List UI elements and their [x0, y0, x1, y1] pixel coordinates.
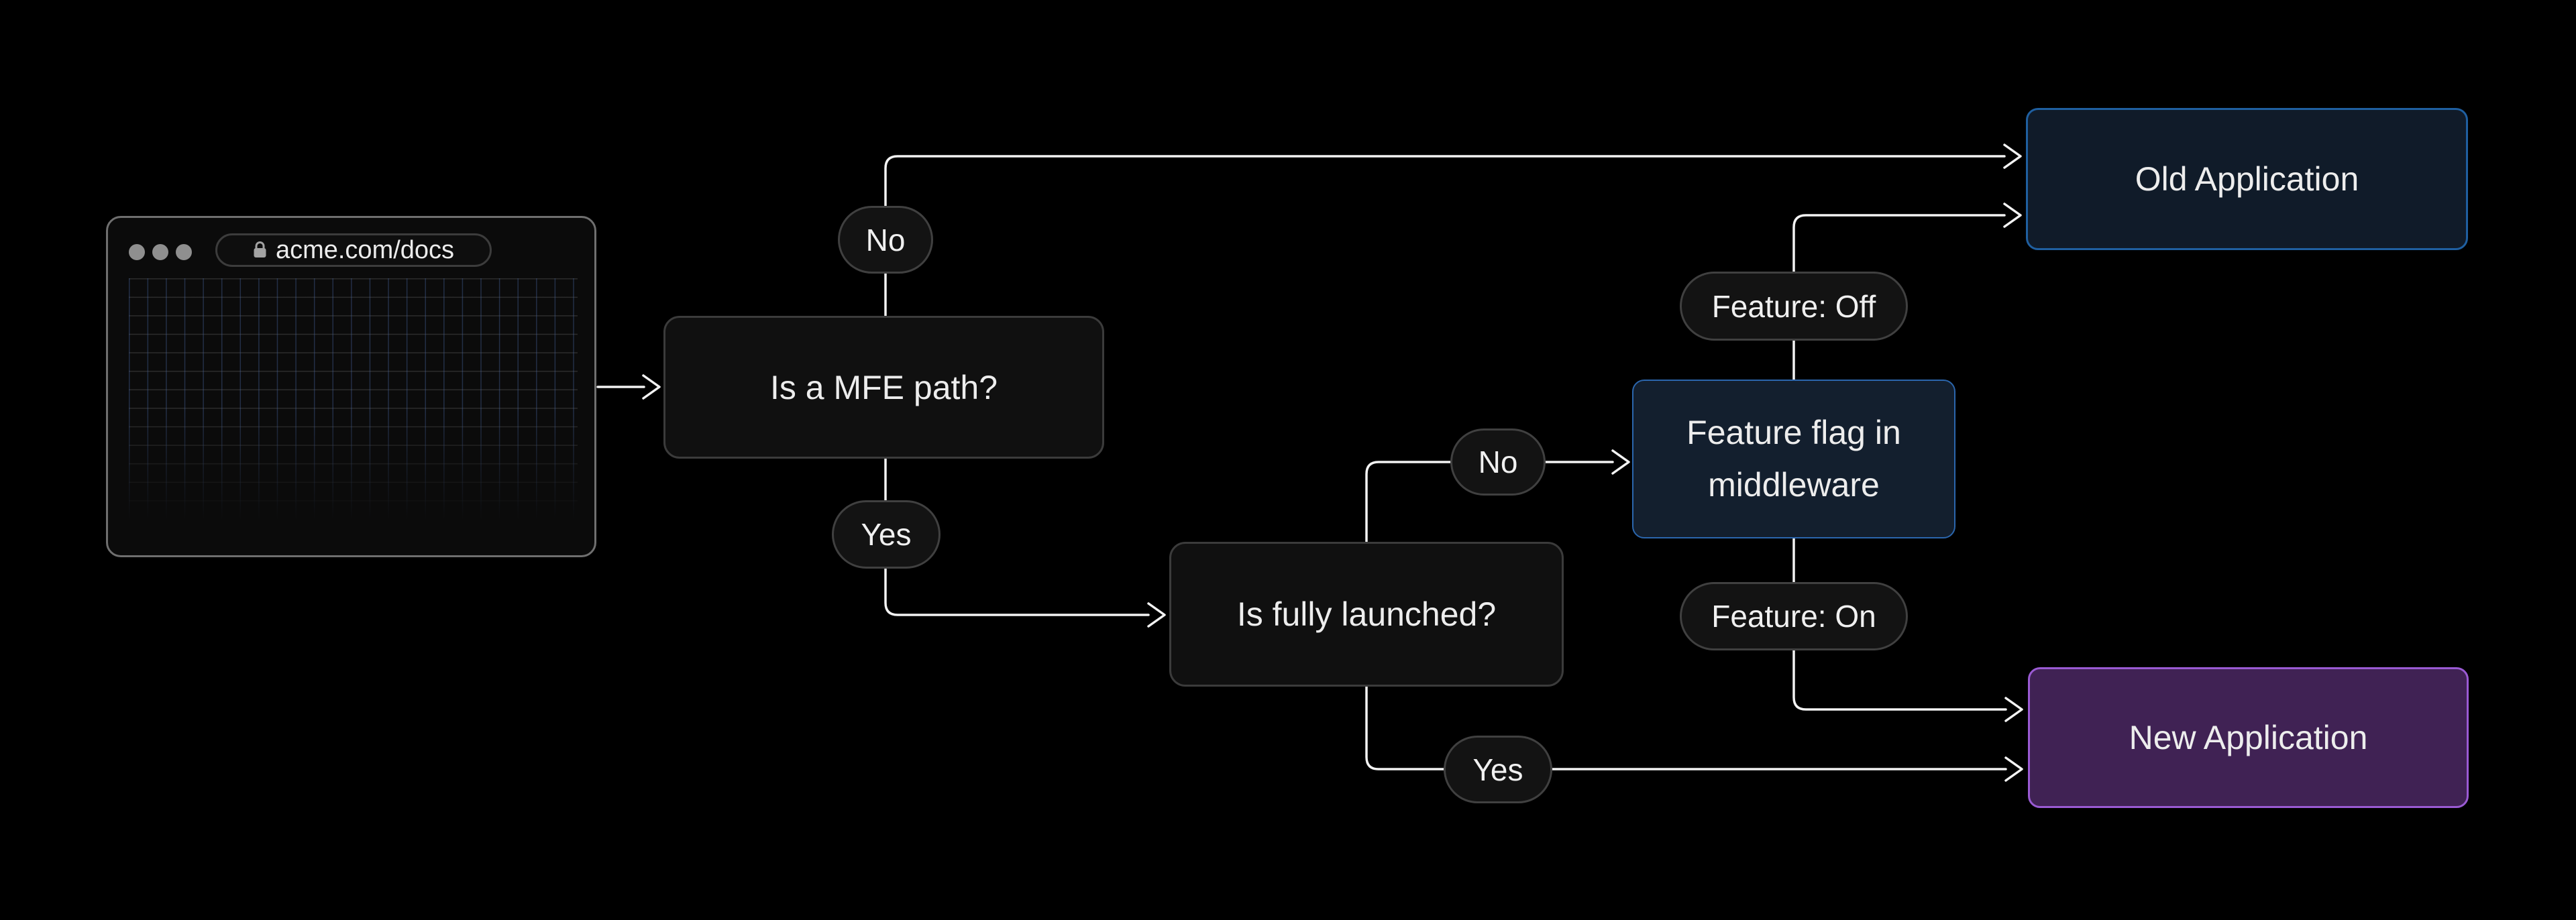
pill-label: Feature: On — [1711, 599, 1876, 634]
edge-mfe-yes-to-launched — [884, 457, 1166, 628]
edge-label-feature-off: Feature: Off — [1680, 272, 1908, 341]
node-label: Is a MFE path? — [769, 368, 998, 406]
edge-line — [884, 457, 1150, 616]
node-old-application: Old Application — [2026, 108, 2468, 250]
edge-label-launched-yes: Yes — [1444, 736, 1552, 803]
edge-line — [1365, 685, 2007, 770]
url-text: acme.com/docs — [275, 235, 455, 264]
edge-line — [1365, 461, 1614, 543]
edge-feature-on-to-new-app — [1792, 537, 2023, 722]
edge-label-launched-no: No — [1450, 428, 1546, 496]
grid-fade — [129, 278, 578, 520]
edge-browser-to-mfe — [596, 374, 661, 400]
edge-line — [884, 155, 2006, 317]
edge-label-mfe-yes: Yes — [832, 500, 941, 569]
edge-line — [1792, 214, 2006, 381]
traffic-light-dot — [152, 244, 168, 260]
edge-line — [1792, 537, 2007, 711]
edge-launched-no-to-feature-flag — [1365, 449, 1630, 543]
traffic-lights — [129, 244, 192, 260]
arrowhead-icon — [2004, 756, 2023, 782]
node-fully-launched: Is fully launched? — [1169, 542, 1564, 687]
node-label: Is fully launched? — [1236, 595, 1497, 633]
arrowhead-icon — [1611, 449, 1630, 475]
browser-window: acme.com/docs — [106, 216, 596, 557]
pill-label: No — [865, 222, 906, 257]
pill-label: No — [1478, 445, 1518, 479]
pill-label: Feature: Off — [1711, 288, 1876, 324]
arrowhead-icon — [2003, 203, 2022, 228]
node-label: New Application — [2129, 719, 2368, 756]
traffic-light-dot — [176, 244, 192, 260]
traffic-light-dot — [129, 244, 145, 260]
edge-launched-yes-to-new-app — [1365, 685, 2023, 782]
pill-label: Yes — [861, 517, 912, 552]
arrowhead-icon — [2004, 697, 2023, 722]
node-mfe-path: Is a MFE path? — [663, 316, 1104, 459]
node-label: Old Application — [2135, 160, 2359, 198]
node-feature-flag: Feature flag in middleware — [1632, 380, 1955, 538]
url-bar: acme.com/docs — [215, 233, 492, 267]
edge-mfe-no-to-old-app — [884, 143, 2022, 317]
lock-icon — [254, 241, 266, 257]
arrowhead-icon — [642, 374, 661, 400]
arrowhead-icon — [2003, 143, 2022, 169]
edge-feature-off-to-old-app — [1792, 203, 2022, 381]
node-new-application: New Application — [2028, 667, 2469, 808]
edge-label-feature-on: Feature: On — [1680, 582, 1908, 650]
arrowhead-icon — [1147, 602, 1166, 628]
pill-label: Yes — [1472, 752, 1523, 787]
node-label: Feature flag in middleware — [1686, 414, 1901, 504]
edge-label-mfe-no: No — [838, 206, 933, 274]
